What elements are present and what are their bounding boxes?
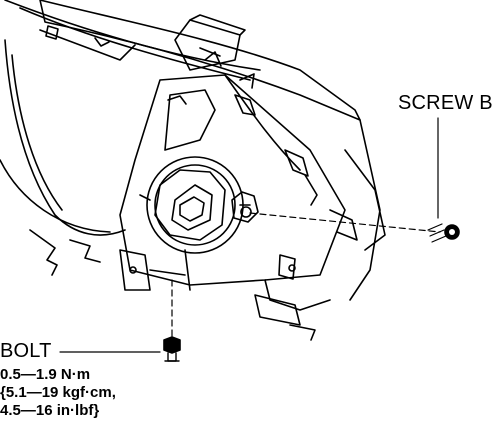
torque-nm: 0.5—1.9 N·m bbox=[0, 366, 91, 383]
torque-inlbf: 4.5—16 in·lbf} bbox=[0, 402, 100, 419]
bolt-torque-spec: 0.5—1.9 N·m {5.1—19 kgf·cm, 4.5—16 in·lb… bbox=[0, 366, 116, 420]
bolt bbox=[59, 336, 181, 362]
torque-kgf: {5.1—19 kgf·cm, bbox=[0, 384, 116, 401]
screw-b-label: SCREW B bbox=[398, 92, 493, 114]
headlight-lens bbox=[0, 39, 126, 276]
housing-upper-rail bbox=[4, 0, 361, 121]
guide-lines bbox=[171, 212, 441, 341]
bolt-label: BOLT bbox=[0, 340, 52, 362]
reflector-body bbox=[119, 74, 386, 341]
bulb-socket bbox=[139, 156, 259, 254]
mounting-bracket bbox=[119, 249, 296, 291]
screw-b bbox=[427, 117, 460, 243]
